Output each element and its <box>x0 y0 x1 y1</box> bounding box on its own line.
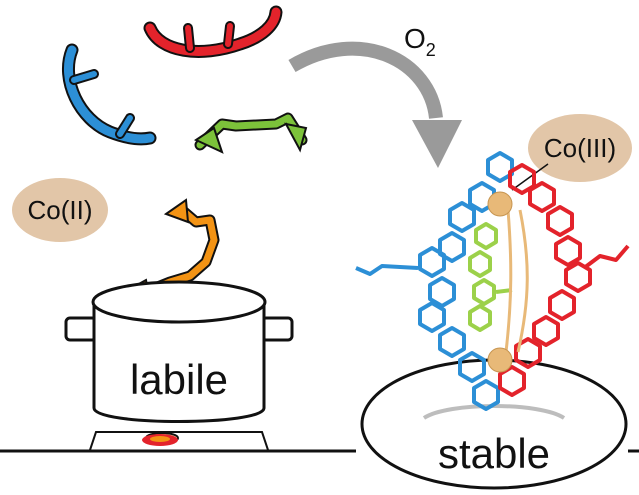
red-ligand-body <box>145 7 281 56</box>
reagent-label: O2 <box>404 23 436 60</box>
cooking-pot <box>64 280 294 423</box>
cage-structure <box>355 151 630 411</box>
tan-strand <box>504 209 529 353</box>
plate-label: stable <box>438 430 550 477</box>
flame-icon <box>142 434 178 446</box>
cobalt-iii-pointer <box>511 163 549 191</box>
cobalt-iii-label: Co(III) <box>544 133 616 163</box>
blue-strand <box>355 151 514 411</box>
green-strand <box>468 222 513 332</box>
reaction-arrow-shaft <box>288 41 443 120</box>
cobalt-iii-badge <box>528 114 632 182</box>
reaction-arrow-head <box>412 120 462 168</box>
blue-ligand <box>62 43 157 146</box>
stove-burner <box>89 431 269 451</box>
cobalt-ii-badge <box>12 178 108 242</box>
red-strand <box>498 163 630 397</box>
cobalt-atom-top <box>487 191 513 217</box>
cobalt-centers <box>487 191 513 373</box>
cobalt-atom-bottom <box>487 347 513 373</box>
blue-ligand-body <box>63 45 155 144</box>
pot-label: labile <box>130 356 228 403</box>
cobalt-ii-label: Co(II) <box>28 195 93 225</box>
